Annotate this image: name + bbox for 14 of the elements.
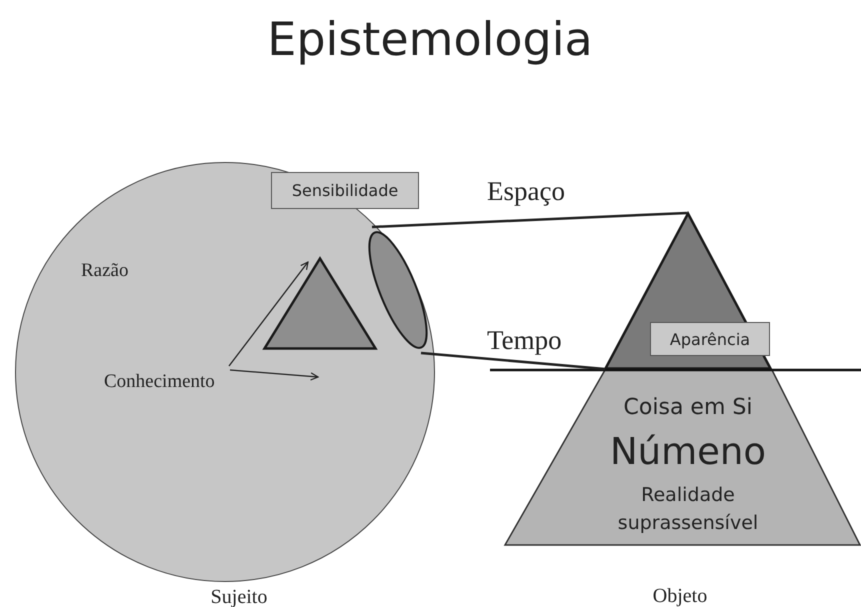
arrow: [228, 261, 309, 366]
node-label: Sujeito: [210, 586, 268, 607]
text-label: Coisa em Si: [624, 396, 752, 420]
node-label: Objeto: [652, 585, 708, 607]
title: Epistemologia: [267, 12, 593, 66]
arrow: [230, 369, 319, 381]
text-label: Realidade suprassensível: [616, 483, 760, 536]
connector-line: [372, 212, 688, 228]
edge-label: Tempo: [487, 325, 562, 356]
triangle-shape: [263, 257, 377, 350]
heading: Númeno: [610, 432, 766, 473]
edge-label: Espaço: [487, 176, 565, 207]
text-label: Razão: [81, 261, 128, 282]
concept-label: Conhecimento: [104, 372, 215, 393]
